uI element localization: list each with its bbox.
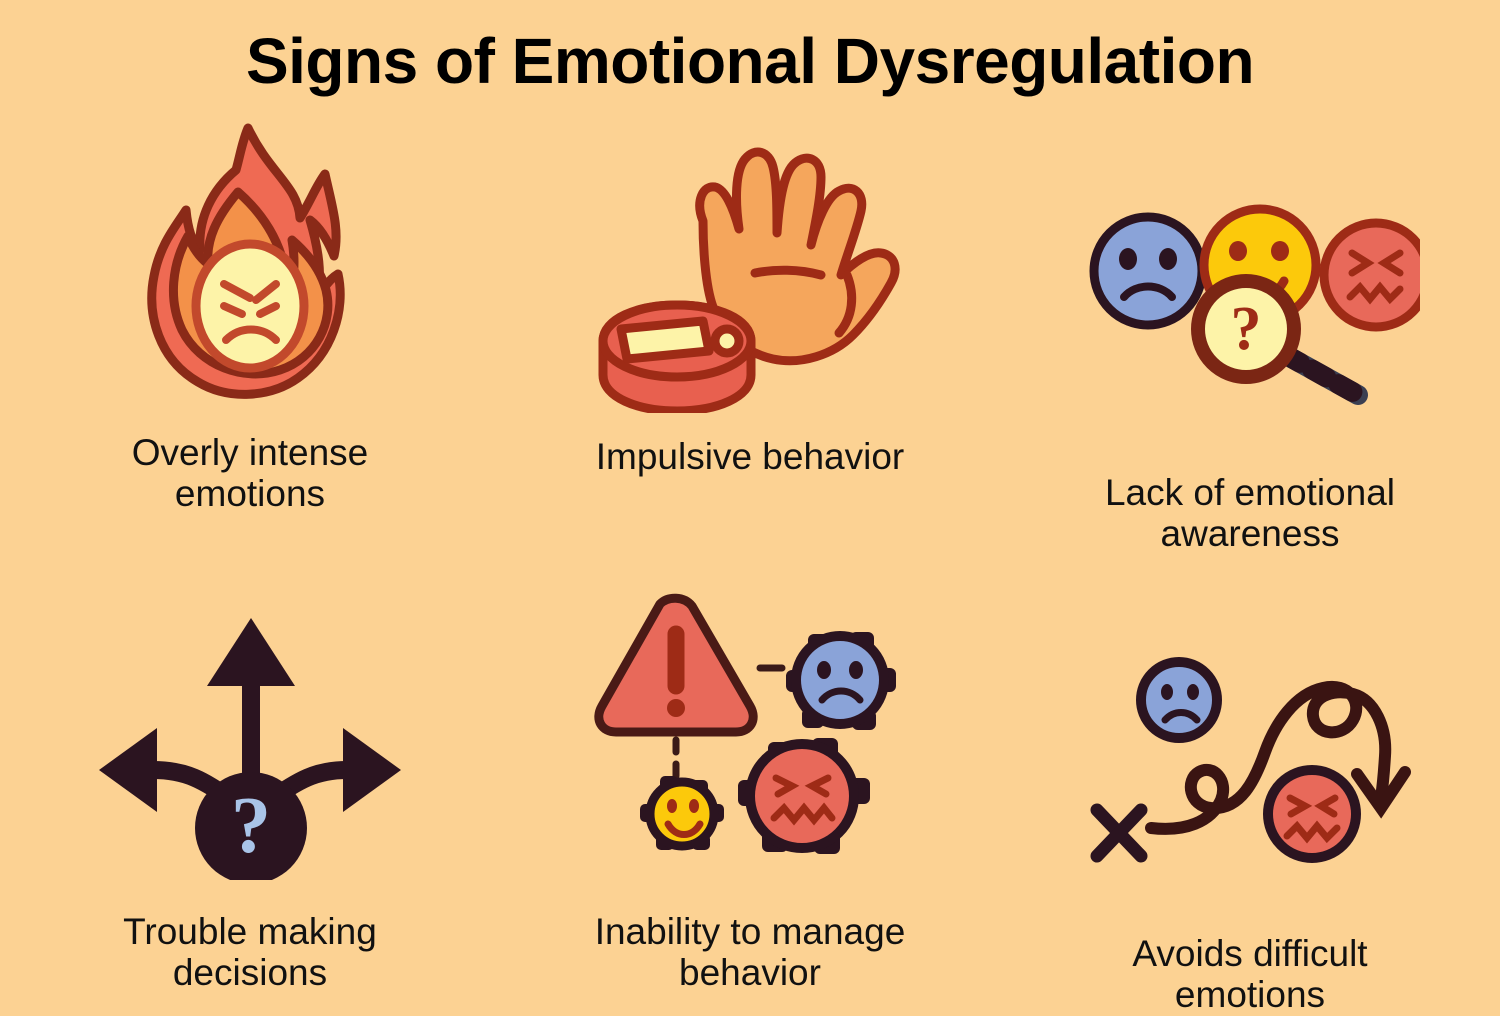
sad-face-blue	[1089, 212, 1207, 330]
sign-label: Lack of emotional awareness	[1104, 472, 1395, 555]
sign-card-impulsive-behavior: Impulsive behavior	[500, 110, 1000, 555]
sign-card-overly-intense-emotions: Overly intense emotions	[0, 110, 500, 555]
faces-with-magnifying-glass-icon: ?	[1070, 154, 1430, 454]
x-mark-icon	[1090, 803, 1148, 863]
gear-sad-face-blue	[786, 630, 896, 730]
distressed-face-red	[1319, 218, 1420, 332]
magnifying-glass-icon: ?	[1191, 274, 1368, 405]
svg-text:?: ?	[1231, 295, 1262, 363]
gear-happy-face-yellow	[640, 775, 724, 851]
sign-label: Overly intense emotions	[131, 432, 369, 515]
sign-card-trouble-making-decisions: ? Trouble making decisions	[0, 555, 500, 1016]
page-title: Signs of Emotional Dysregulation	[245, 25, 1255, 97]
warning-triangle-gear-faces-icon	[570, 585, 930, 885]
sign-label: Impulsive behavior	[595, 436, 905, 477]
warning-triangle-icon	[594, 593, 758, 737]
svg-text:?: ?	[231, 782, 271, 870]
sign-card-inability-to-manage-behavior: Inability to manage behavior	[500, 555, 1000, 1016]
sign-card-avoids-difficult-emotions: Avoids difficult emotions	[1000, 555, 1500, 1016]
hand-pressing-button-icon	[570, 118, 930, 418]
sign-label: Avoids difficult emotions	[1132, 932, 1368, 1016]
signs-grid: Overly intense emotions	[0, 110, 1500, 1015]
sad-face-blue	[1136, 656, 1222, 743]
sign-label: Trouble making decisions	[123, 910, 377, 994]
sign-label: Inability to manage behavior	[594, 910, 906, 994]
winding-arrow-avoiding-faces-icon	[1070, 607, 1430, 907]
winding-arrow-icon	[1145, 680, 1411, 835]
flame-with-angry-face-icon	[70, 114, 430, 414]
question-mark-three-arrows-icon: ?	[70, 585, 430, 885]
distressed-face-red	[1263, 764, 1361, 863]
gear-distressed-face-red	[738, 737, 870, 854]
sign-card-lack-of-emotional-awareness: ? Lack of emotional awareness	[1000, 110, 1500, 555]
